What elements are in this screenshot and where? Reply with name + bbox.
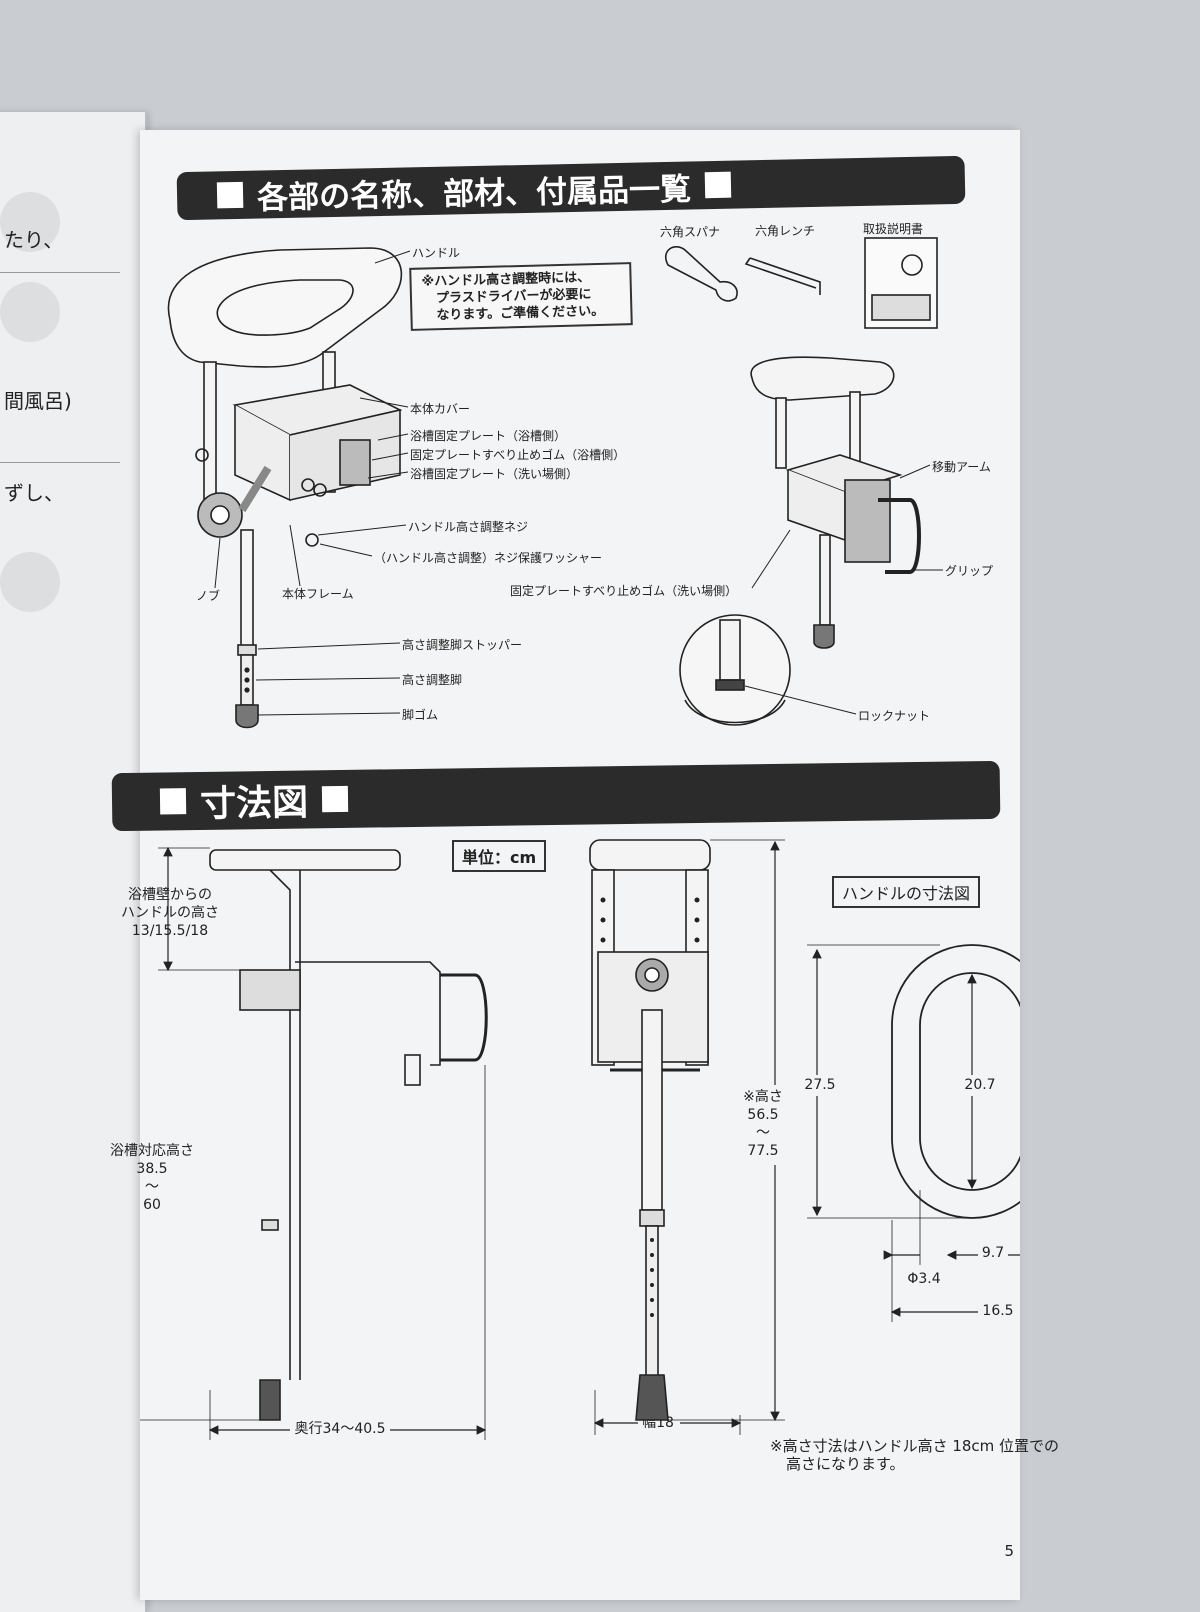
unit-label: 単位：cm bbox=[452, 840, 547, 872]
label-plate-wash: 浴槽固定プレート（洗い場側） bbox=[410, 467, 579, 481]
left-page-icon bbox=[0, 552, 60, 612]
spanner-icon bbox=[665, 246, 738, 302]
label-arm: 移動アーム bbox=[932, 460, 991, 474]
label-frame: 本体フレーム bbox=[282, 587, 354, 601]
label-body-cover: 本体カバー bbox=[410, 402, 471, 416]
manual-page: 各部の名称、部材、付属品一覧 ※ハンドル高さ調整時には、 プラスドライバーが必要… bbox=[110, 130, 1059, 1600]
handle-dimension-title: ハンドルの寸法図 bbox=[832, 876, 981, 908]
label-rubber-wash: 固定プレートすべり止めゴム（洗い場側） bbox=[510, 584, 738, 598]
left-page-edge: たり、 間風呂) ずし、 bbox=[0, 112, 147, 1612]
dim-text: 浴槽対応高さ bbox=[110, 1143, 194, 1159]
label-grip: グリップ bbox=[945, 564, 994, 578]
accessory-label-spanner: 六角スパナ bbox=[660, 225, 721, 239]
accessory-label-manual: 取扱説明書 bbox=[863, 222, 924, 236]
left-fragment-1: たり、 bbox=[4, 228, 64, 252]
front-view-drawing bbox=[589, 839, 711, 1421]
label-leg: 高さ調整脚 bbox=[402, 673, 463, 687]
handle-plan-drawing bbox=[891, 944, 1020, 1219]
dim-text: 38.5 bbox=[136, 1161, 168, 1177]
label-foot-rubber: 脚ゴム bbox=[402, 708, 439, 722]
dim-text: ※高さ bbox=[743, 1089, 783, 1105]
left-page-icon bbox=[0, 282, 60, 342]
dim-tub-height: 浴槽対応高さ 38.5 〜 60 bbox=[110, 1142, 194, 1214]
dim-handle-outer-height: 27.5 bbox=[804, 1077, 836, 1093]
dim-handle-inner-height: 20.7 bbox=[964, 1077, 996, 1093]
dim-total-height: ※高さ 56.5 〜 77.5 bbox=[738, 1088, 788, 1160]
label-handle: ハンドル bbox=[412, 246, 461, 260]
label-plate-tub: 浴槽固定プレート（浴槽側） bbox=[410, 429, 567, 443]
height-footnote: ※高さ寸法はハンドル高さ 18cm 位置での 高さになります。 bbox=[770, 1437, 1070, 1473]
label-height-screw: ハンドル高さ調整ネジ bbox=[408, 520, 529, 534]
dim-handle-inner-width: 9.7 bbox=[978, 1244, 1008, 1262]
label-stopper: 高さ調整脚ストッパー bbox=[402, 638, 523, 652]
hex-wrench-icon bbox=[744, 257, 821, 295]
page-number: 5 bbox=[1004, 1542, 1014, 1560]
bath-grip-illustration-side bbox=[679, 356, 921, 726]
label-knob: ノブ bbox=[196, 589, 221, 603]
dim-text: 77.5 bbox=[747, 1143, 779, 1159]
accessory-drawings bbox=[665, 237, 938, 329]
label-rubber-tub: 固定プレートすべり止めゴム（浴槽側） bbox=[410, 448, 626, 462]
dim-text: 〜 bbox=[756, 1125, 770, 1141]
footnote-line: 高さになります。 bbox=[786, 1455, 905, 1473]
dim-depth: 奥行34〜40.5 bbox=[290, 1420, 390, 1438]
left-rule bbox=[0, 462, 120, 463]
dim-text: 56.5 bbox=[747, 1107, 779, 1123]
left-rule bbox=[0, 272, 120, 273]
accessory-label-wrench: 六角レンチ bbox=[755, 224, 816, 238]
side-view-drawing bbox=[209, 849, 488, 1421]
left-fragment-2: 間風呂) bbox=[4, 389, 72, 413]
left-page-icon bbox=[0, 192, 60, 252]
dim-pipe-diameter: Φ3.4 bbox=[907, 1271, 941, 1287]
dim-text: 60 bbox=[143, 1197, 161, 1213]
footnote-line: ※高さ寸法はハンドル高さ 18cm 位置での bbox=[770, 1437, 1060, 1455]
label-washer: （ハンドル高さ調整）ネジ保護ワッシャー bbox=[374, 551, 603, 565]
dim-text: 〜 bbox=[145, 1179, 159, 1195]
diagram-drawings bbox=[140, 237, 1020, 1440]
bath-grip-illustration bbox=[167, 247, 403, 729]
dim-handle-outer-width: 16.5 bbox=[978, 1302, 1018, 1320]
left-fragment-3: ずし、 bbox=[4, 481, 64, 505]
label-locknut: ロックナット bbox=[858, 709, 931, 723]
